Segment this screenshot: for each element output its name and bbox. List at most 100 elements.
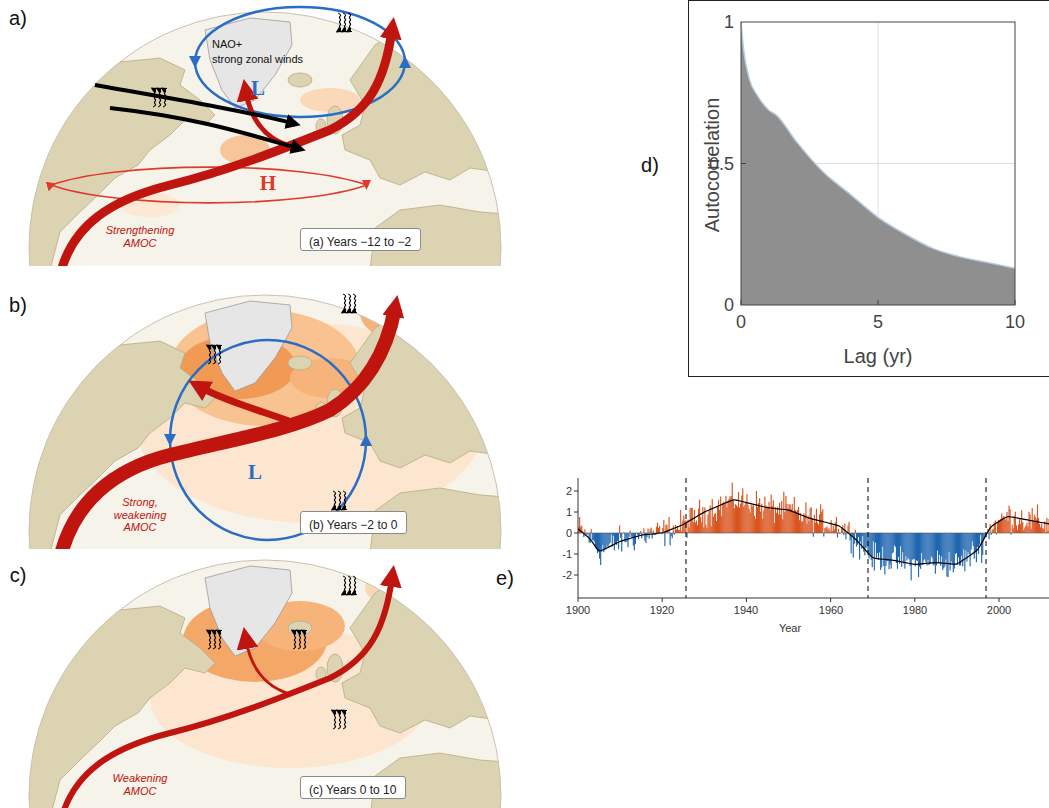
anomaly-bar (883, 533, 884, 566)
anomaly-bar (659, 526, 660, 533)
anomaly-bar (742, 488, 743, 533)
anomaly-bar (784, 512, 785, 533)
anomaly-bar (950, 533, 951, 571)
tick (746, 598, 747, 602)
anomaly-bar (794, 497, 795, 533)
anomaly-bar (1033, 522, 1034, 533)
anomaly-bar (754, 516, 755, 533)
globe-outline (29, 560, 501, 808)
anomaly-bar (970, 533, 971, 566)
anomaly-bar (801, 522, 802, 533)
anomaly-bar (888, 533, 889, 569)
anomaly-bar (815, 522, 816, 533)
anomaly-bar (680, 510, 681, 533)
anomaly-bar (916, 533, 917, 560)
anomaly-bar (1022, 522, 1023, 533)
anomaly-bar (893, 533, 894, 552)
current-label: Strengthening AMOC (100, 224, 180, 249)
anomaly-bar (706, 528, 707, 533)
anomaly-bar (1001, 514, 1002, 533)
anomaly-bar (845, 533, 846, 539)
map-panel-c (20, 560, 520, 808)
anomaly-bar (785, 496, 786, 533)
anomaly-bar (696, 520, 697, 533)
anomaly-bar (620, 533, 621, 538)
anomaly-bar (658, 528, 659, 533)
anomaly-bar (705, 525, 706, 533)
anomaly-bar (613, 533, 614, 536)
anomaly-bar (686, 533, 687, 538)
anomaly-bar (774, 523, 775, 533)
anomaly-bar (651, 528, 652, 533)
anomaly-bar (824, 528, 825, 533)
anomaly-bar (903, 533, 904, 564)
anomaly-bar (947, 533, 948, 577)
anomaly-bar (699, 500, 700, 533)
heat-flux-symbol (343, 13, 345, 31)
anomaly-bar (592, 533, 593, 540)
anomaly-bar (952, 533, 953, 563)
anomaly-bar (657, 523, 658, 533)
anomaly-bar (766, 506, 767, 533)
anomaly-bar (734, 508, 735, 533)
anomaly-bar (1006, 512, 1007, 533)
anomaly-bar (993, 529, 994, 533)
tick-label: 0 (736, 312, 746, 333)
anomaly-bar (946, 533, 947, 577)
anomaly-bar (1027, 527, 1028, 533)
anomaly-bar (942, 533, 943, 570)
anomaly-bar (695, 523, 696, 533)
anomaly-bar (1013, 528, 1014, 533)
anomaly-bar (609, 533, 610, 544)
anomaly-bar (670, 533, 671, 545)
anomaly-bar (1043, 529, 1044, 533)
anomaly-bar (604, 533, 605, 549)
chart-frame (689, 1, 1049, 377)
anomaly-bar (885, 533, 886, 566)
anomaly-bar (671, 533, 672, 536)
anomaly-bar (806, 524, 807, 533)
anomaly-bar (1019, 519, 1020, 533)
anomaly-bar (782, 519, 783, 533)
anomaly-bar (930, 533, 931, 564)
tick (574, 533, 578, 534)
anomaly-bar (992, 530, 993, 533)
anomaly-bar (777, 507, 778, 533)
anomaly-bar (1046, 518, 1047, 533)
pressure-label: H (260, 171, 276, 195)
anomaly-bar (721, 516, 722, 533)
anomaly-bar (630, 531, 631, 533)
tick-label: 1940 (734, 604, 758, 617)
anomaly-bar (610, 533, 611, 543)
anomaly-bar (838, 529, 839, 533)
wind-arrow (110, 108, 297, 148)
anomaly-bar (656, 527, 657, 533)
anomaly-bar (820, 504, 821, 533)
anomaly-bar (924, 533, 925, 559)
anomaly-bar (738, 492, 739, 533)
anomaly-bar (975, 533, 976, 552)
anomaly-bar (968, 533, 969, 554)
anomaly-bar (1037, 504, 1038, 533)
anomaly-bar (692, 508, 693, 533)
anomaly-bar (1012, 525, 1013, 533)
caption-box: (b) Years −2 to 0 (300, 511, 407, 534)
anomaly-bar (598, 533, 599, 552)
anomaly-bar (605, 533, 606, 550)
panel-letter: a) (9, 7, 27, 30)
anomaly-bar (633, 533, 634, 546)
anomaly-bar (675, 525, 676, 533)
anomaly-bar (873, 533, 874, 541)
anomaly-bar (600, 533, 601, 565)
anomaly-bar (997, 522, 998, 533)
anomaly-bar (755, 519, 756, 533)
tick-label: 0 (566, 527, 572, 540)
anomaly-bar (937, 533, 938, 551)
anomaly-bar (874, 533, 875, 571)
tick (578, 598, 579, 602)
regime-boundary (986, 478, 987, 598)
regime-boundary (868, 478, 869, 598)
anomaly-bar (735, 504, 736, 533)
anomaly-bar (1023, 530, 1024, 533)
anomaly-bar (1008, 506, 1009, 533)
